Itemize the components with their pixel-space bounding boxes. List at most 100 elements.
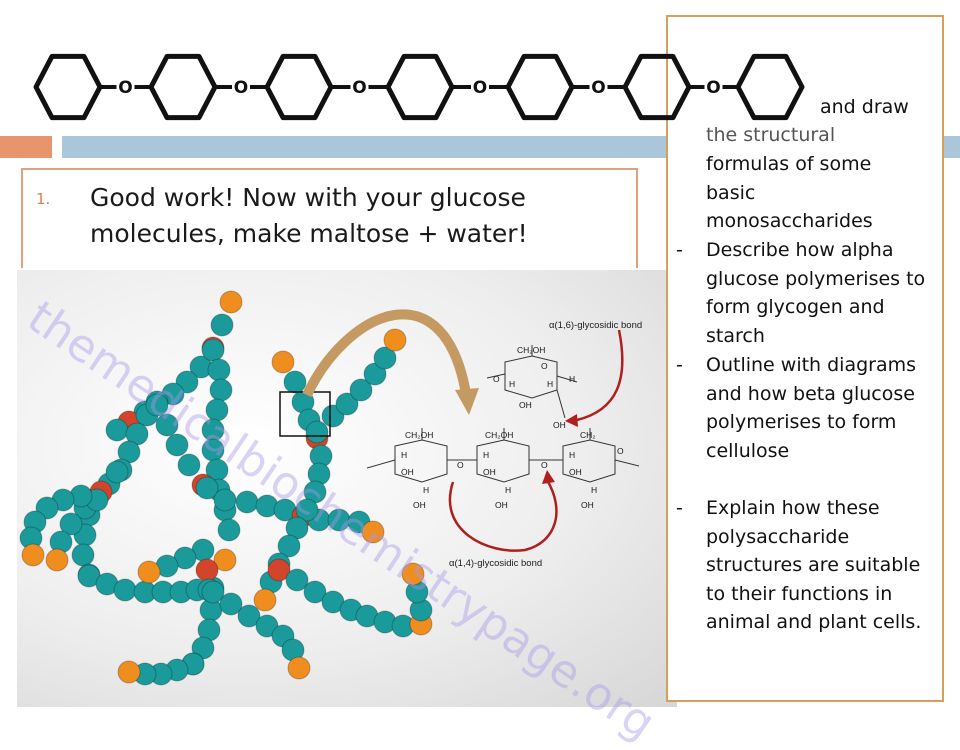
glucose-ring	[505, 53, 575, 121]
glucose-bead	[237, 604, 261, 628]
zoom-arrow-head	[455, 388, 479, 415]
glucose-bead	[191, 636, 215, 660]
accent-band-orange	[0, 136, 52, 158]
chain-end-bead	[271, 350, 295, 374]
objectives-panel: and draw the structural formulas of some…	[666, 15, 944, 702]
glucose-bead	[303, 580, 327, 604]
glucose-bead	[71, 543, 95, 567]
chain-end-bead	[253, 588, 277, 612]
chemical-atom-labels: CH₂OH O O H H OH OH H CH₂OH CH₂OH CH₂ H …	[401, 345, 624, 510]
glucose-bead	[201, 580, 225, 604]
oxygen-link-label: O	[706, 78, 720, 98]
glucose-bead	[219, 592, 243, 616]
atom-label: CH₂OH	[405, 430, 433, 440]
branch-bond-label: α(1,6)-glycosidic bond	[549, 320, 642, 331]
branch-point-bead	[195, 558, 219, 582]
glucose-ring	[735, 53, 805, 121]
atom-label: H	[483, 450, 489, 460]
atom-label: H	[423, 485, 429, 495]
glucose-bead	[105, 418, 129, 442]
chain-end-bead	[361, 520, 385, 544]
glucose-bead	[113, 578, 137, 602]
atom-label: O	[457, 460, 464, 470]
chain-end-bead	[21, 543, 45, 567]
chain-end-bead	[401, 562, 425, 586]
glucose-ring	[33, 53, 103, 121]
glucose-bead	[335, 392, 359, 416]
chain-end-bead	[213, 548, 237, 572]
atom-label: H	[591, 485, 597, 495]
atom-label: OH	[553, 420, 566, 430]
chain-end-bead	[137, 560, 161, 584]
zoom-arrow	[302, 309, 472, 401]
atom-label: OH	[483, 467, 496, 477]
linear-bond-arrowhead	[542, 470, 555, 484]
glucose-bead	[207, 358, 231, 382]
task-box	[21, 168, 638, 268]
atom-label: CH₂OH	[485, 430, 513, 440]
chain-end-bead	[45, 548, 69, 572]
glucose-bead	[213, 488, 237, 512]
glucose-bead	[195, 476, 219, 500]
glucose-bead	[105, 460, 129, 484]
atom-label: O	[541, 361, 548, 371]
glycogen-figure: CH₂OH O O H H OH OH H CH₂OH CH₂OH CH₂ H …	[17, 270, 677, 707]
atom-label: O	[541, 460, 548, 470]
glucose-bead	[59, 512, 83, 536]
glucose-bead	[255, 614, 279, 638]
oxygen-link-label: O	[591, 78, 605, 98]
atom-label: O	[493, 374, 500, 384]
glucose-bead	[165, 433, 189, 457]
oxygen-link-label: O	[352, 78, 366, 98]
atom-label: O	[617, 446, 624, 456]
atom-label: OH	[413, 500, 426, 510]
oxygen-link-label: O	[118, 78, 132, 98]
glycogen-diagram: CH₂OH O O H H OH OH H CH₂OH CH₂OH CH₂ H …	[19, 290, 642, 686]
atom-label: CH₂	[580, 430, 596, 440]
chain-end-bead	[219, 290, 243, 314]
glucose-bead	[305, 420, 329, 444]
glucose-bead	[373, 346, 397, 370]
atom-label: OH	[495, 500, 508, 510]
glucose-bead	[209, 378, 233, 402]
glucose-ring	[148, 53, 218, 121]
branch-bond-arrowhead	[565, 414, 578, 427]
glucose-bead	[177, 453, 201, 477]
chain-end-bead	[383, 328, 407, 352]
atom-label: H	[509, 379, 515, 389]
linear-bond-label: α(1,4)-glycosidic bond	[449, 558, 542, 569]
oxygen-link-label: O	[234, 78, 248, 98]
chain-end-bead	[287, 656, 311, 680]
glucose-bead	[155, 413, 179, 437]
atom-label: H	[547, 379, 553, 389]
glucose-bead	[349, 378, 373, 402]
glucose-bead	[145, 393, 169, 417]
atom-label: OH	[519, 400, 532, 410]
atom-label: H	[569, 374, 575, 384]
glucose-bead	[295, 498, 319, 522]
glucose-ring	[622, 53, 692, 121]
oxygen-link-label: O	[473, 78, 487, 98]
glucose-bead	[201, 338, 225, 362]
branch-point-bead	[267, 558, 291, 582]
glucose-bead	[217, 518, 241, 542]
glucose-ring	[264, 53, 334, 121]
branch-bond-arrow	[576, 329, 624, 422]
glucose-ring	[385, 53, 455, 121]
atom-label: OH	[581, 500, 594, 510]
glucose-bead	[283, 370, 307, 394]
atom-label: H	[401, 450, 407, 460]
task-number: 1.	[36, 190, 51, 208]
task-instruction: Good work! Now with your glucose molecul…	[90, 183, 528, 248]
glucose-bead	[363, 362, 387, 386]
glycosidic-bond-structure	[366, 345, 640, 483]
glucose-bead	[277, 534, 301, 558]
glucose-bead	[210, 313, 234, 337]
glycogen-bead-chains	[19, 290, 433, 686]
glucose-bead	[235, 490, 259, 514]
atom-label: OH	[569, 467, 582, 477]
atom-label: CH₂OH	[517, 345, 545, 355]
glucose-bead	[285, 568, 309, 592]
chain-end-bead	[117, 660, 141, 684]
atom-label: H	[569, 450, 575, 460]
